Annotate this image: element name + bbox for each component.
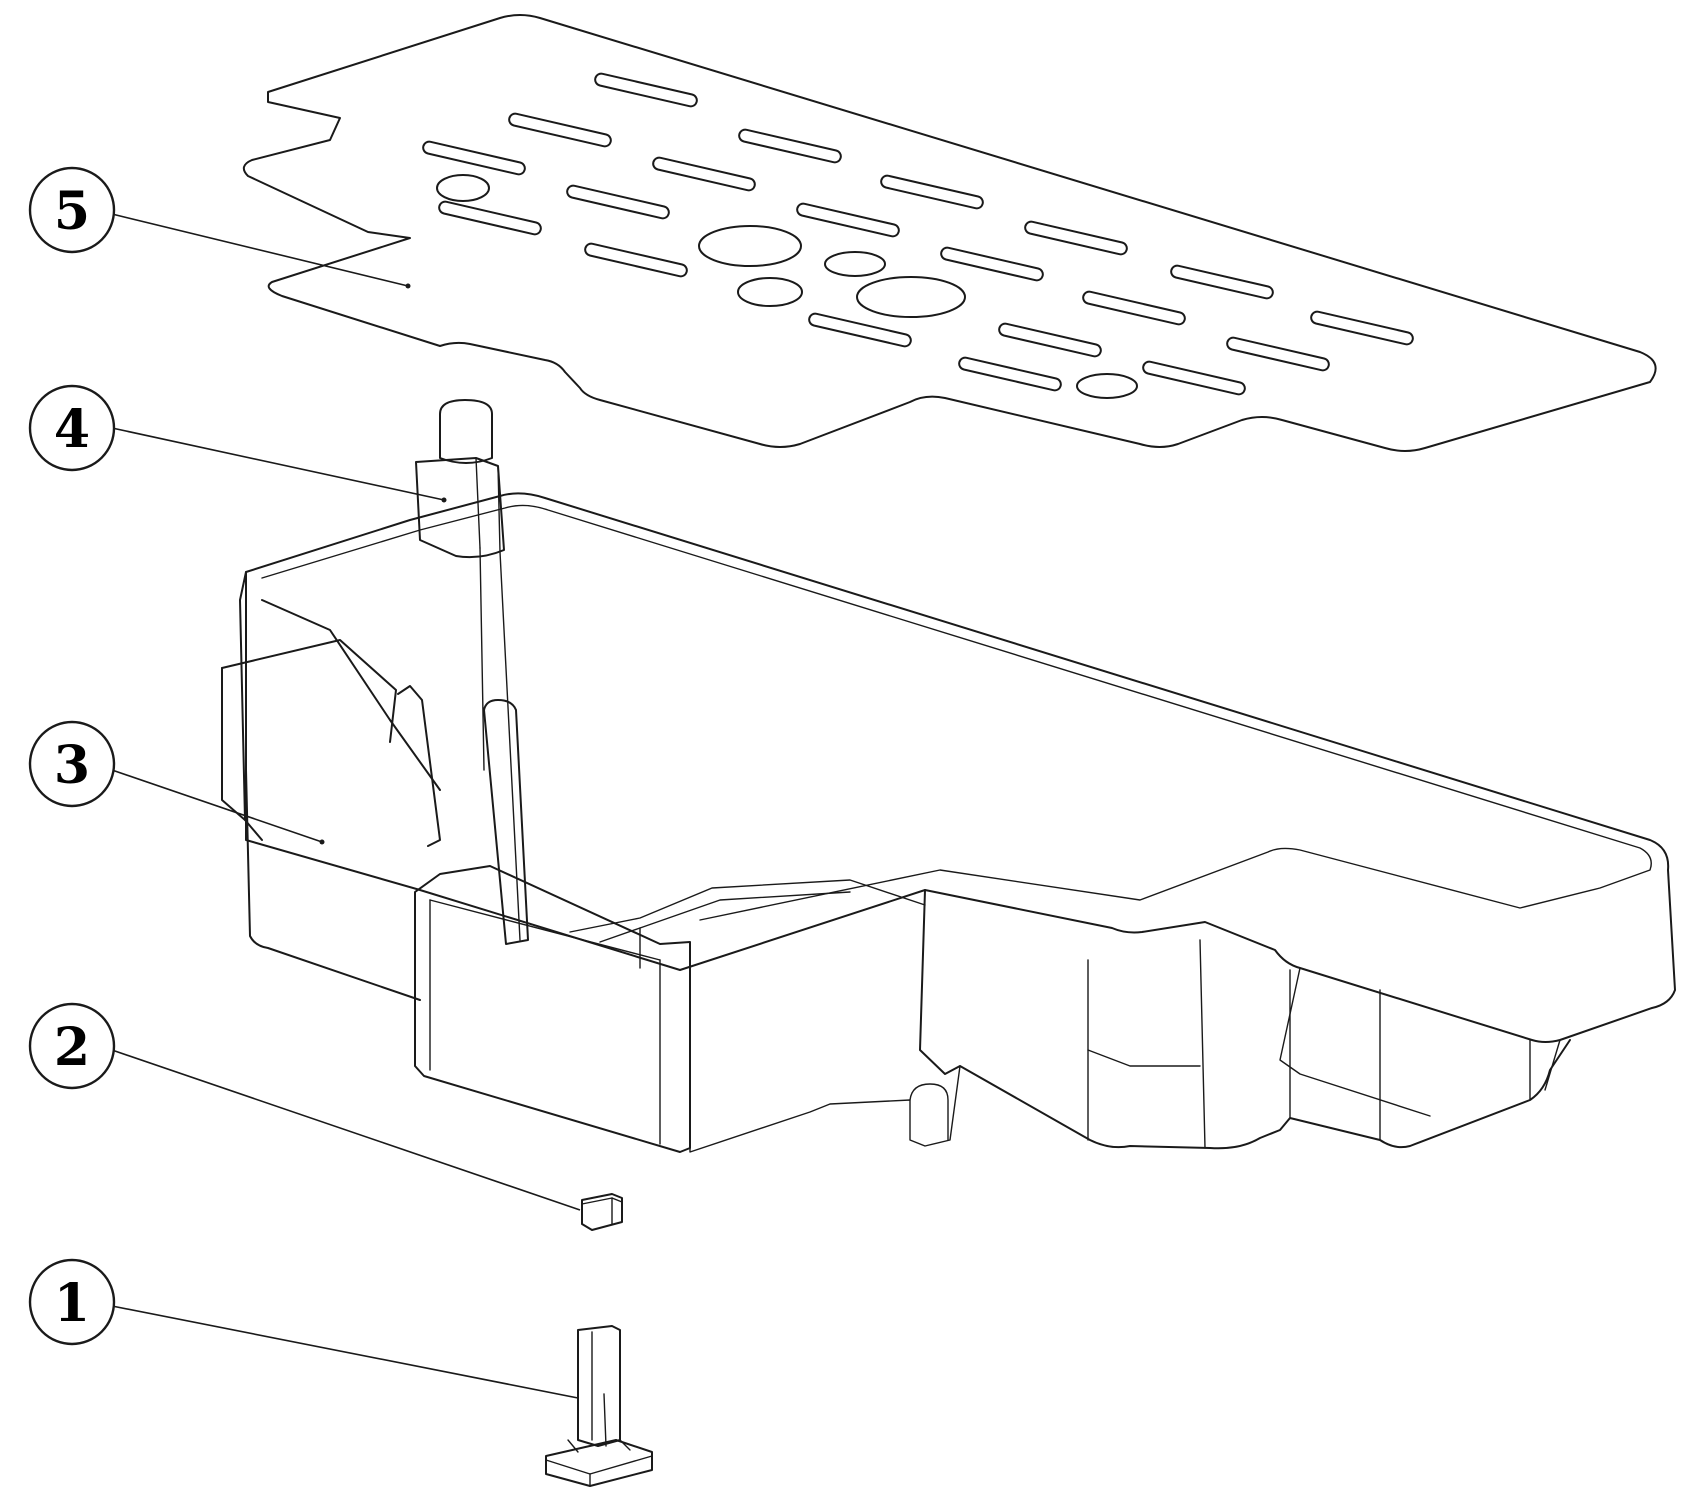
hole	[1076, 373, 1138, 399]
slot	[998, 322, 1102, 358]
hole	[824, 251, 886, 277]
callout-5: 5	[28, 166, 116, 254]
stand-bracket	[545, 1325, 653, 1487]
slot	[1142, 360, 1246, 396]
leader-4	[111, 427, 445, 501]
tray-body	[221, 492, 1676, 1153]
sensor-body	[415, 457, 505, 559]
callout-3: 3	[28, 720, 116, 808]
leader-3	[111, 769, 323, 843]
tray-bottom-right	[919, 889, 1571, 1150]
slot	[940, 246, 1044, 282]
callout-2: 2	[28, 1002, 116, 1090]
tray-rim-outer	[245, 492, 1676, 1043]
leader-lines	[111, 213, 581, 1399]
callout-1-circle	[28, 1258, 116, 1346]
slot	[880, 174, 984, 210]
slot	[438, 200, 542, 236]
callout-3-circle	[28, 720, 116, 808]
cover-plate-slots	[422, 72, 1414, 396]
leader-2	[111, 1049, 581, 1211]
sensor-housing	[415, 399, 521, 941]
callout-3-label: 3	[54, 735, 90, 796]
slot	[958, 356, 1062, 392]
cover-plate-outline	[242, 14, 1657, 452]
hole	[737, 277, 803, 307]
slot	[1082, 290, 1186, 326]
callout-2-label: 2	[54, 1017, 90, 1078]
leader-1	[111, 1305, 579, 1399]
cover-plate	[242, 14, 1657, 452]
slot	[808, 312, 912, 348]
callout-5-label: 5	[54, 181, 90, 242]
slot	[1024, 220, 1128, 256]
sensor-cap	[439, 399, 493, 464]
hole	[856, 276, 966, 318]
slot	[584, 242, 688, 278]
slot	[422, 140, 526, 176]
tray-front-block	[414, 865, 691, 1153]
cover-plate-holes	[436, 174, 1138, 399]
callout-4-label: 4	[54, 399, 90, 460]
slot	[508, 112, 612, 148]
slot	[1310, 310, 1414, 346]
callout-4: 4	[28, 384, 116, 472]
slot	[566, 184, 670, 220]
slot	[652, 156, 756, 192]
callout-5-circle	[28, 166, 116, 254]
slot	[1170, 264, 1274, 300]
callout-2-circle	[28, 1002, 116, 1090]
leader-5	[111, 213, 409, 287]
hole	[436, 174, 490, 202]
callout-4-circle	[28, 384, 116, 472]
hole	[698, 225, 802, 267]
callout-1: 1	[28, 1258, 116, 1346]
slot	[738, 128, 842, 164]
slot	[1226, 336, 1330, 372]
small-block	[581, 1193, 623, 1231]
slot	[796, 202, 900, 238]
callout-1-label: 1	[54, 1273, 90, 1334]
slot	[594, 72, 698, 108]
tray-rim-inner	[261, 504, 1652, 921]
